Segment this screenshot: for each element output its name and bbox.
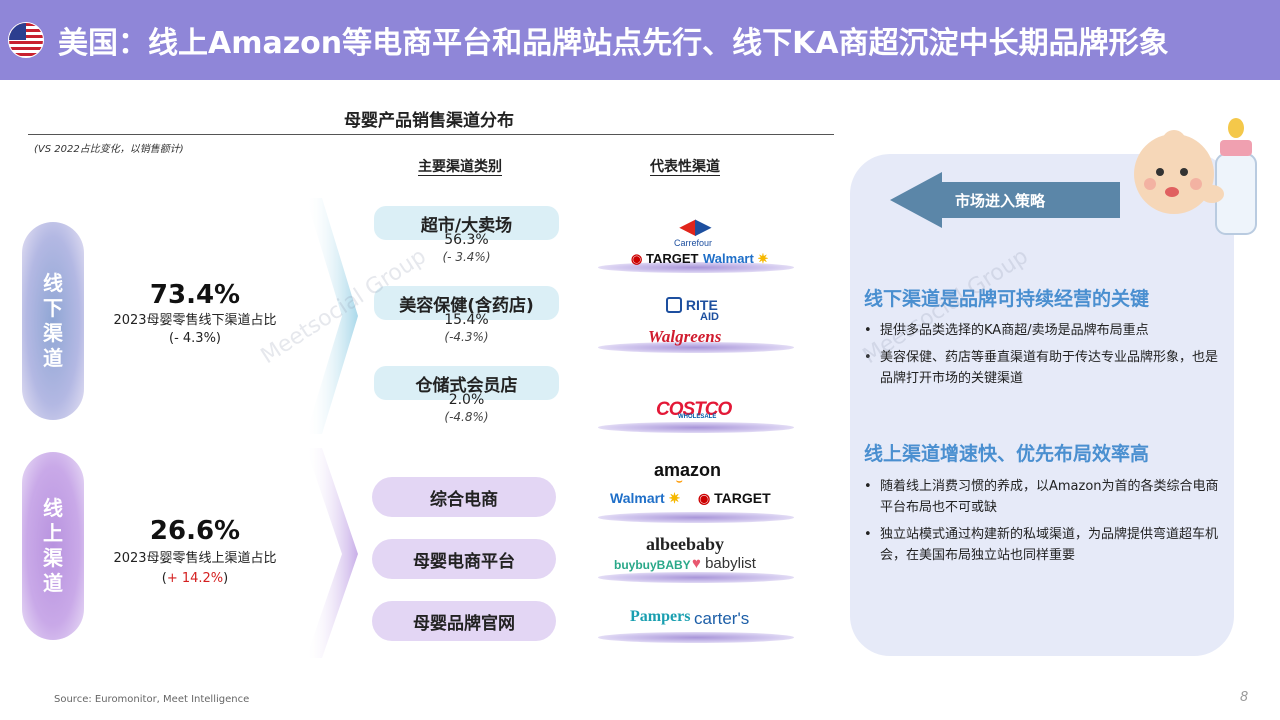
target-logo: ◉ TARGET [631, 251, 699, 266]
babylist-logo: ♥ babylist [692, 555, 756, 572]
channel-supermarket-pct: 56.3% [444, 232, 489, 248]
rite-aid-logo-sub: AID [700, 311, 719, 323]
channel-warehouse-club-change: (-4.8%) [444, 410, 489, 424]
page-number: 8 [1240, 690, 1249, 705]
channel-supermarket: 超市/大卖场 [374, 206, 559, 240]
us-flag-icon [8, 22, 44, 58]
chevron-connector-icon [306, 198, 358, 658]
amazon-logo: amazon [654, 460, 722, 480]
walgreens-logo: Walgreens [648, 327, 722, 346]
logo-plate [598, 572, 794, 583]
channel-beauty-health-change: (-4.3%) [444, 330, 489, 344]
offline-pill-label: 线下渠道 [43, 271, 63, 370]
section-note: (VS 2022占比变化，以销售额计) [34, 144, 184, 155]
list-item: 随着线上消费习惯的养成，以Amazon为首的各类综合电商平台布局也不可或缺 [862, 476, 1230, 518]
channel-warehouse-club-pct: 2.0% [448, 392, 485, 408]
pampers-logo: Pampers [630, 608, 691, 625]
logo-plate [598, 422, 794, 433]
channel-mother-baby-ecommerce: 母婴电商平台 [372, 539, 556, 579]
channel-warehouse-club: 仓储式会员店 [374, 366, 559, 400]
online-pill: 线上渠道 [22, 452, 84, 640]
channel-general-ecommerce: 综合电商 [372, 477, 556, 517]
arrow-left-icon [890, 172, 1120, 228]
offline-share-value: 73.4% [149, 280, 241, 310]
online-share-desc: 2023母婴零售线上渠道占比 [113, 551, 277, 566]
header-bar: 美国：线上Amazon等电商平台和品牌站点先行、线下KA商超沉淀中长期品牌形象 [0, 0, 1280, 80]
rite-aid-logo: RITE [666, 297, 718, 313]
carrefour-logo-text: Carrefour [674, 238, 713, 248]
channel-brand-official-site: 母婴品牌官网 [372, 601, 556, 641]
logo-plate [598, 512, 794, 523]
list-item: 独立站模式通过构建新的私域渠道，为品牌提供弯道超车机会，在美国布局独立站也同样重… [862, 524, 1230, 566]
channel-beauty-health: 美容保健(含药店) [374, 286, 559, 320]
logo-plate [598, 632, 794, 643]
target-logo: ◉ TARGET [698, 490, 771, 506]
walmart-logo: Walmart ✷ [703, 251, 769, 266]
column-header-main: 主要渠道类别 [418, 159, 502, 175]
online-strategy-heading: 线上渠道增速快、优先布局效率高 [864, 443, 1150, 465]
offline-strategy-heading: 线下渠道是品牌可持续经营的关键 [864, 288, 1150, 310]
offline-strategy-list: 提供多品类选择的KA商超/卖场是品牌布局重点 美容保健、药店等垂直渠道有助于传达… [862, 320, 1230, 395]
carters-logo: carter's [694, 609, 750, 628]
strategy-panel [850, 154, 1234, 656]
offline-share-change: (- 4.3%) [169, 331, 221, 346]
column-header-rep: 代表性渠道 [650, 159, 720, 175]
online-share-value: 26.6% [149, 516, 241, 546]
online-strategy-list: 随着线上消费习惯的养成，以Amazon为首的各类综合电商平台布局也不可或缺 独立… [862, 476, 1230, 572]
list-item: 美容保健、药店等垂直渠道有助于传达专业品牌形象，也是品牌打开市场的关键渠道 [862, 347, 1230, 389]
source-note: Source: Euromonitor, Meet Intelligence [54, 694, 250, 705]
logo-plate [598, 342, 794, 353]
channel-beauty-health-pct: 15.4% [444, 312, 489, 328]
offline-pill: 线下渠道 [22, 222, 84, 420]
carrefour-logo-icon: ◀▶ [680, 216, 711, 238]
strategy-arrow-label: 市场进入策略 [955, 192, 1046, 210]
albeebaby-logo: albeebaby [646, 534, 725, 554]
list-item: 提供多品类选择的KA商超/卖场是品牌布局重点 [862, 320, 1230, 341]
channel-supermarket-change: (- 3.4%) [442, 250, 491, 264]
online-pill-label: 线上渠道 [43, 496, 63, 595]
page-title: 美国：线上Amazon等电商平台和品牌站点先行、线下KA商超沉淀中长期品牌形象 [58, 26, 1169, 61]
amazon-smile-icon: ⌣ [676, 476, 683, 487]
logo-plate [598, 262, 794, 273]
costco-logo-sub: WHOLESALE [678, 414, 717, 420]
offline-share-desc: 2023母婴零售线下渠道占比 [113, 313, 277, 328]
section-title: 母婴产品销售渠道分布 [344, 111, 514, 131]
costco-logo: COSTCO [656, 399, 732, 420]
section-divider [28, 134, 834, 135]
baby-bottle-illustration-icon [1134, 118, 1257, 235]
buybuybaby-logo: buybuyBABY [614, 558, 691, 572]
online-share-change: (+ 14.2%) [161, 571, 229, 586]
walmart-logo: Walmart ✷ [610, 490, 681, 506]
